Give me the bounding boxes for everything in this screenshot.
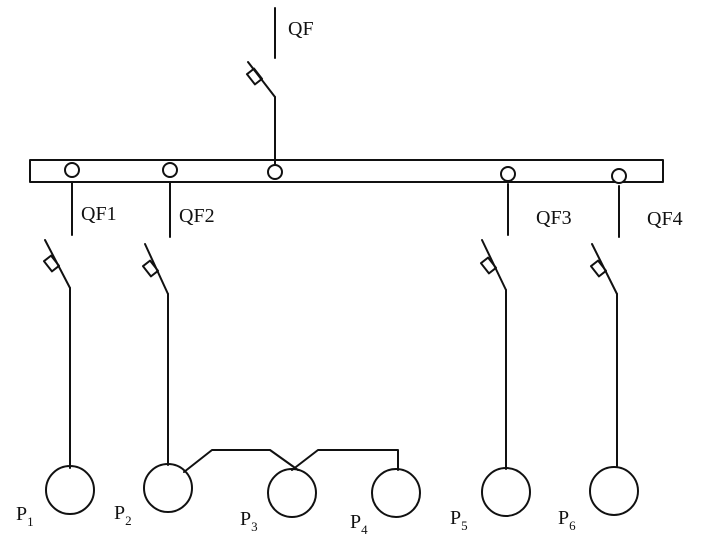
feeder-3: QF3	[479, 183, 572, 470]
feeder-2: QF2	[141, 181, 215, 466]
load-p4-label: P4	[350, 511, 368, 537]
feeder-3-switch-contact	[479, 256, 498, 275]
load-p5-label: P5	[450, 507, 468, 533]
bus-node-main	[267, 164, 283, 180]
main-breaker: QF	[245, 7, 314, 166]
link-p2-p3	[183, 449, 299, 473]
load-p1	[45, 465, 95, 515]
busbar	[29, 159, 664, 183]
feeder-1-switch-contact	[42, 254, 61, 273]
bus-node-3	[500, 166, 516, 182]
main-switch-contact	[245, 67, 264, 86]
load-p4	[371, 468, 421, 518]
bus-node-4	[611, 168, 627, 184]
load-p1-label: P1	[16, 503, 34, 529]
feeder-1: QF1	[42, 181, 117, 469]
load-p3	[267, 468, 317, 518]
feeder-4-switch-contact	[589, 259, 608, 278]
bus-node-1	[64, 162, 80, 178]
load-p2	[143, 463, 193, 513]
load-p6	[589, 466, 639, 516]
link-p3-p4	[291, 449, 399, 471]
load-p3-label: P3	[240, 508, 258, 534]
feeder-4: QF4	[589, 185, 683, 467]
feeder-1-label: QF1	[81, 203, 117, 225]
feeder-3-label: QF3	[536, 207, 572, 229]
feeder-2-label: QF2	[179, 205, 215, 227]
load-p5	[481, 467, 531, 517]
load-p6-label: P6	[558, 507, 576, 533]
feeder-2-switch-contact	[141, 259, 160, 278]
bus-node-2	[162, 162, 178, 178]
main-breaker-label: QF	[288, 18, 314, 40]
load-p2-label: P2	[114, 502, 132, 528]
feeder-4-label: QF4	[647, 208, 683, 230]
